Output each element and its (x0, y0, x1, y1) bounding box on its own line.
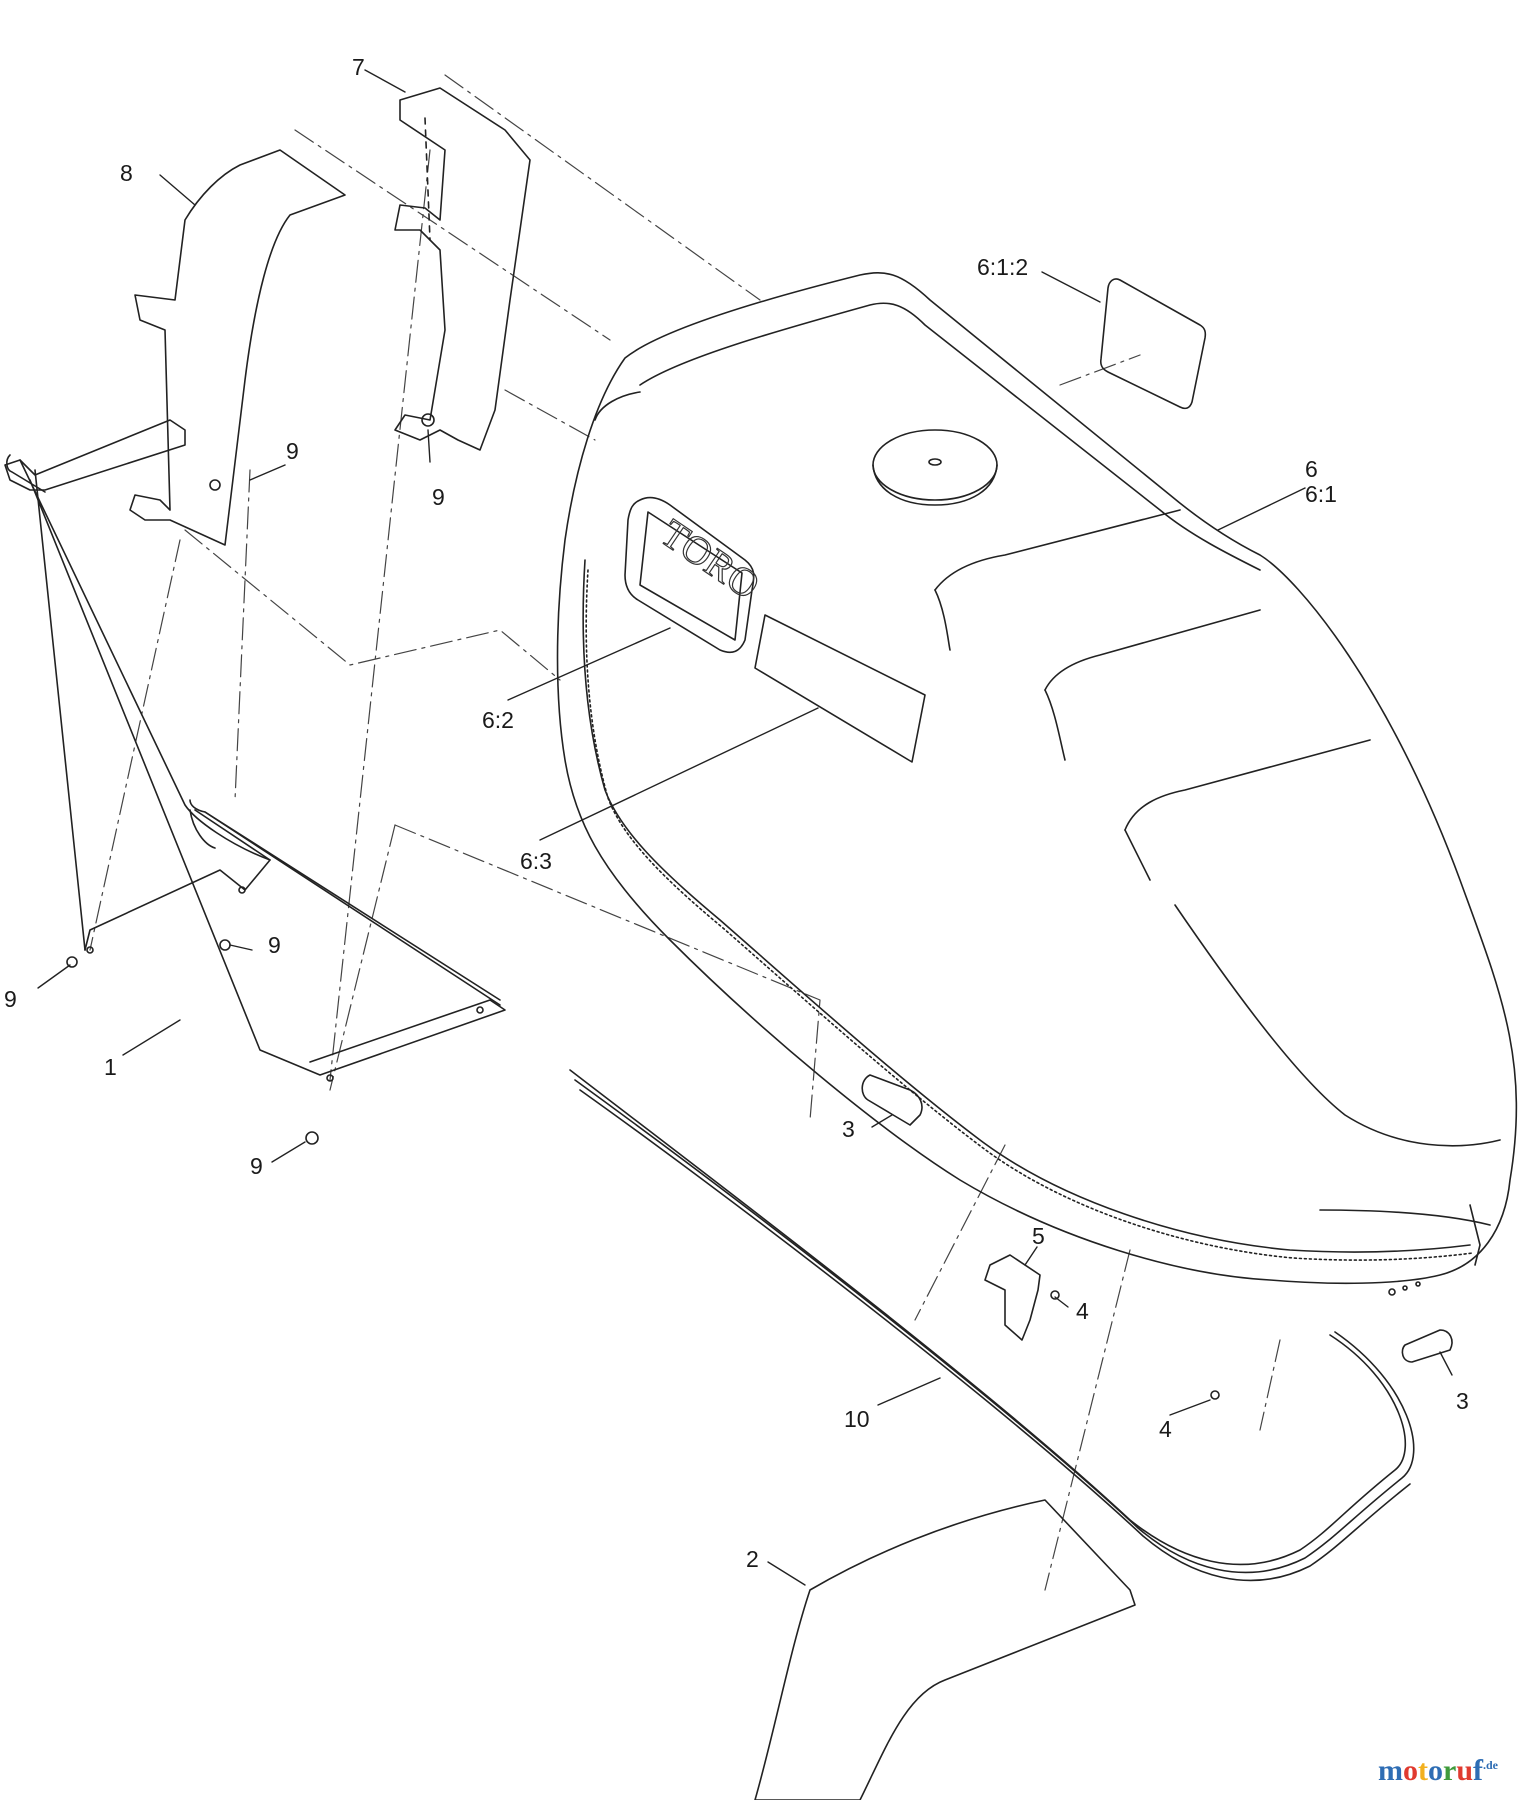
motoruf-watermark: motoruf.de (1378, 1756, 1498, 1786)
callout-7: 7 (352, 54, 365, 80)
callout-6-3: 6:3 (520, 848, 552, 874)
callout-9-c: 9 (268, 932, 281, 958)
callout-2: 2 (746, 1546, 759, 1572)
callout-6-1: 6:1 (1305, 481, 1337, 507)
callout-6: 6 (1305, 456, 1318, 482)
watermark-letter: m (1377, 1754, 1403, 1787)
watermark-letter: f (1473, 1754, 1483, 1787)
bracket-part-8 (129, 149, 346, 546)
nuts-part-9 (66, 413, 435, 1145)
callout-9-b: 9 (432, 484, 445, 510)
bracket-part-7 (394, 87, 531, 451)
frame-part-1 (4, 419, 506, 1082)
watermark-letter: o (1402, 1754, 1418, 1787)
callout-3-a: 3 (842, 1116, 855, 1142)
handle-part-3-b (1401, 1329, 1453, 1363)
callout-3-b: 3 (1456, 1388, 1469, 1414)
toro-logo-text: TORO (653, 510, 768, 608)
callout-6-2: 6:2 (482, 707, 514, 733)
seal-part-10 (569, 1069, 1415, 1582)
callout-5: 5 (1032, 1223, 1045, 1249)
handle-part-3-a (861, 1074, 923, 1126)
decal-6-1-2 (1099, 278, 1207, 410)
hood-part-6 (556, 272, 1518, 1296)
callout-9-a: 9 (286, 438, 299, 464)
callout-1: 1 (104, 1054, 117, 1080)
callout-6-1-2: 6:1:2 (977, 254, 1029, 280)
callout-8: 8 (120, 160, 133, 186)
callout-4-b: 4 (1159, 1416, 1172, 1442)
callout-9-e: 9 (250, 1153, 263, 1179)
callout-4-a: 4 (1076, 1298, 1089, 1324)
leader-lines (37, 69, 1453, 1586)
watermark-letter: o (1427, 1754, 1443, 1787)
callout-10: 10 (844, 1406, 870, 1432)
callout-9-d: 9 (4, 986, 17, 1012)
bracket-part-5 (984, 1254, 1041, 1341)
watermark-tld: .de (1483, 1758, 1498, 1772)
alignment-lines (89, 74, 1281, 1591)
watermark-letter: t (1417, 1754, 1428, 1787)
watermark-letter: r (1442, 1754, 1457, 1787)
cover-part-2 (754, 1499, 1136, 1800)
watermark-letter: u (1456, 1754, 1473, 1787)
